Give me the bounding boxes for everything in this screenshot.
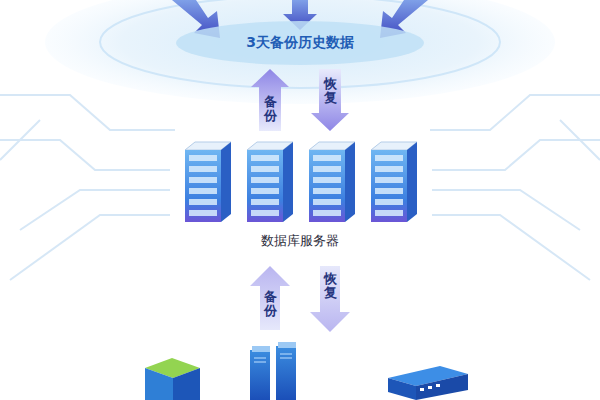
- server-slot: [189, 177, 217, 183]
- cloud-title: 3天备份历史数据: [246, 34, 354, 52]
- tower-vents: [254, 354, 292, 362]
- server-front: [185, 150, 221, 222]
- tower: [250, 350, 270, 400]
- vent: [280, 354, 292, 355]
- restore-arrow: [310, 266, 350, 332]
- circuit-line: [560, 120, 600, 160]
- server-slot: [313, 155, 341, 161]
- vent: [280, 358, 292, 359]
- device-side: [145, 368, 173, 400]
- server-slot: [375, 177, 403, 183]
- server-slot: [189, 166, 217, 172]
- server-side: [345, 142, 355, 222]
- vent: [254, 362, 266, 363]
- vent: [254, 358, 266, 359]
- server-slot: [313, 199, 341, 205]
- circuit-line: [432, 140, 600, 170]
- server-slot: [313, 166, 341, 172]
- server-slot: [375, 155, 403, 161]
- server-slot: [251, 166, 279, 172]
- circuit-line: [20, 190, 170, 230]
- circuit-line: [432, 215, 590, 280]
- server-group: 数据库服务器: [175, 134, 425, 258]
- database-server: [247, 142, 293, 222]
- flow-arrow: [251, 69, 289, 131]
- server-front: [247, 150, 283, 222]
- server-slot: [189, 155, 217, 161]
- circuit-line: [10, 215, 170, 280]
- green-device: [145, 358, 200, 400]
- circuit-line: [0, 140, 170, 170]
- light: [436, 384, 440, 387]
- server-slot: [375, 210, 403, 216]
- server-slot: [189, 188, 217, 194]
- database-server: [371, 142, 417, 222]
- server-slot: [251, 177, 279, 183]
- server-side: [407, 142, 417, 222]
- tower-devices: [250, 342, 296, 400]
- tower-top: [252, 346, 270, 352]
- server-slot: [189, 199, 217, 205]
- node-label: 数据库服务器: [261, 232, 339, 250]
- device-side: [173, 368, 200, 400]
- device-side: [388, 378, 416, 400]
- device-front: [416, 374, 468, 400]
- arrow-label: 备份: [264, 290, 277, 319]
- server-slot: [375, 166, 403, 172]
- server-slot: [251, 199, 279, 205]
- cloud-glow: [45, 0, 555, 104]
- server-side: [221, 142, 231, 222]
- arrow-label: 备份: [264, 95, 277, 124]
- flat-device: [388, 366, 468, 400]
- circuit-line: [430, 95, 600, 130]
- circuit-line: [0, 95, 175, 130]
- server-front: [309, 150, 345, 222]
- server-slot: [251, 188, 279, 194]
- database-server: [309, 142, 355, 222]
- server-slot: [189, 210, 217, 216]
- tower: [276, 346, 296, 400]
- server-slot: [375, 188, 403, 194]
- device-lights: [420, 384, 440, 391]
- cloud-ring: [100, 0, 500, 88]
- cloud-core: [176, 21, 424, 65]
- server-slot: [251, 155, 279, 161]
- circuit-lines: [0, 95, 600, 280]
- storage-cloud: 3天备份历史数据: [175, 20, 425, 66]
- arrow-label: 恢复: [324, 77, 337, 106]
- server-slot: [313, 177, 341, 183]
- flow-arrow: [311, 69, 349, 131]
- server-slot: [313, 210, 341, 216]
- server-slot: [251, 210, 279, 216]
- circuit-line: [0, 120, 40, 160]
- arrow-label: 恢复: [324, 272, 337, 301]
- circuit-line: [432, 190, 580, 230]
- tower-top: [278, 342, 296, 348]
- database-server: [185, 142, 231, 222]
- arrow-spacer: [250, 266, 290, 286]
- server-side: [283, 142, 293, 222]
- server-front: [371, 150, 407, 222]
- server-slot: [375, 199, 403, 205]
- client-devices: [145, 342, 468, 400]
- backup-arrow: [250, 266, 290, 330]
- server-slot: [313, 188, 341, 194]
- light: [428, 386, 432, 389]
- light: [420, 388, 424, 391]
- lower-arrows: [250, 266, 350, 332]
